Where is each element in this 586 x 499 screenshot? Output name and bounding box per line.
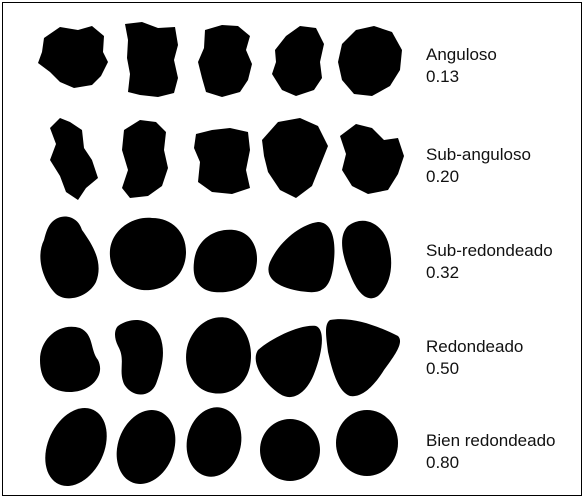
label-subrounded: Sub-redondeado 0.32	[426, 240, 553, 284]
label-angular: Anguloso 0.13	[426, 44, 497, 88]
row-subrounded	[40, 216, 392, 299]
particle-subangular-4	[262, 118, 328, 198]
particle-wellrounded-1	[45, 408, 107, 486]
label-rounded: Redondeado 0.50	[426, 336, 523, 380]
label-rounded-name: Redondeado	[426, 337, 524, 356]
particle-angular-3	[198, 25, 252, 97]
particle-subrounded-3	[193, 229, 258, 293]
particle-subangular-5	[340, 124, 404, 194]
particle-subangular-2	[122, 120, 168, 198]
particle-rounded-1	[40, 326, 101, 392]
label-subrounded-value: 0.32	[426, 263, 460, 282]
particle-subangular-1	[50, 118, 98, 200]
label-angular-value: 0.13	[426, 67, 460, 86]
label-subangular: Sub-anguloso 0.20	[426, 144, 531, 188]
label-subrounded-name: Sub-redondeado	[426, 241, 553, 260]
particle-subrounded-4	[268, 222, 335, 293]
particle-subrounded-2	[109, 217, 186, 291]
row-angular	[38, 22, 402, 97]
particle-angular-1	[38, 26, 108, 88]
particle-wellrounded-5	[336, 410, 398, 476]
particle-rounded-2	[115, 320, 163, 395]
label-subangular-name: Sub-anguloso	[426, 145, 531, 164]
particle-subangular-3	[194, 128, 250, 194]
particle-angular-4	[272, 26, 324, 96]
row-well-rounded	[45, 407, 398, 486]
row-subangular	[50, 118, 404, 200]
label-subangular-value: 0.20	[426, 167, 460, 186]
label-angular-name: Anguloso	[426, 45, 497, 64]
particle-subrounded-1	[40, 216, 99, 299]
particle-rounded-5	[326, 319, 401, 397]
label-wellrounded-value: 0.80	[426, 453, 460, 472]
label-wellrounded: Bien redondeado 0.80	[426, 430, 556, 474]
label-wellrounded-name: Bien redondeado	[426, 431, 556, 450]
particle-wellrounded-3	[186, 407, 242, 477]
particle-rounded-4	[255, 325, 322, 398]
particle-angular-5	[338, 26, 402, 96]
particle-wellrounded-2	[116, 410, 176, 484]
row-rounded	[40, 317, 401, 398]
particle-rounded-3	[186, 317, 252, 394]
particle-subrounded-5	[342, 220, 392, 299]
label-rounded-value: 0.50	[426, 359, 460, 378]
particle-wellrounded-4	[260, 419, 320, 481]
particle-angular-2	[125, 22, 178, 97]
